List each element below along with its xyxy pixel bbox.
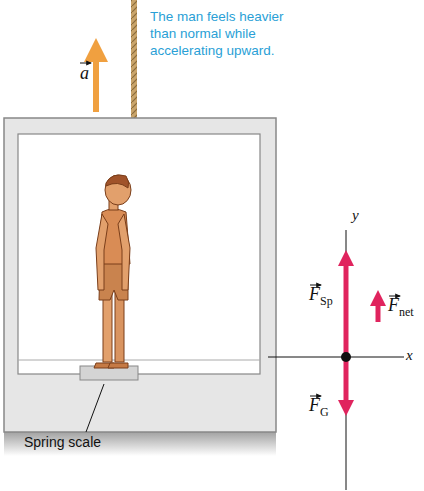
axis-label: y bbox=[352, 207, 359, 223]
annotation: The man feels heavier than normal while … bbox=[150, 8, 310, 59]
force-symbol: F bbox=[388, 295, 399, 315]
leg bbox=[103, 290, 112, 362]
force-subscript: net bbox=[399, 305, 414, 319]
force-symbol: F bbox=[309, 284, 320, 304]
leader-line bbox=[86, 384, 104, 432]
force-arrow bbox=[344, 258, 349, 354]
acceleration-arrow bbox=[93, 50, 99, 112]
label-group: Fnet bbox=[388, 294, 414, 316]
label-group: Spring scale bbox=[24, 433, 101, 451]
man bbox=[94, 175, 131, 368]
label-group: FSp bbox=[309, 283, 333, 305]
free-body-diagram bbox=[268, 230, 404, 490]
leg bbox=[115, 290, 124, 362]
elevator-car bbox=[4, 118, 276, 432]
force-subscript: Sp bbox=[320, 294, 333, 308]
elevator-interior bbox=[18, 134, 260, 374]
label-group: x bbox=[406, 346, 413, 364]
label-group: The man feels heavier than normal while … bbox=[150, 8, 310, 59]
floor-line bbox=[18, 360, 260, 361]
arm bbox=[96, 214, 108, 290]
part-label: Spring scale bbox=[24, 434, 101, 450]
hair bbox=[106, 175, 129, 188]
force-symbol: F bbox=[309, 395, 320, 415]
force-arrow bbox=[344, 360, 349, 408]
head bbox=[105, 175, 131, 205]
label-group: a bbox=[80, 62, 89, 84]
foot bbox=[108, 363, 128, 368]
force-subscript: G bbox=[320, 405, 329, 419]
vector-symbol: a bbox=[80, 63, 89, 83]
arm bbox=[118, 214, 130, 290]
label-group: FG bbox=[309, 394, 329, 416]
axis-label: x bbox=[406, 347, 413, 363]
net-force-arrow bbox=[376, 298, 381, 322]
elevator bbox=[4, 0, 276, 456]
floor-shadow bbox=[4, 430, 276, 456]
rope bbox=[131, 0, 137, 120]
particle-dot bbox=[341, 352, 351, 362]
x-axis bbox=[268, 357, 404, 358]
label-group: y bbox=[352, 206, 359, 224]
